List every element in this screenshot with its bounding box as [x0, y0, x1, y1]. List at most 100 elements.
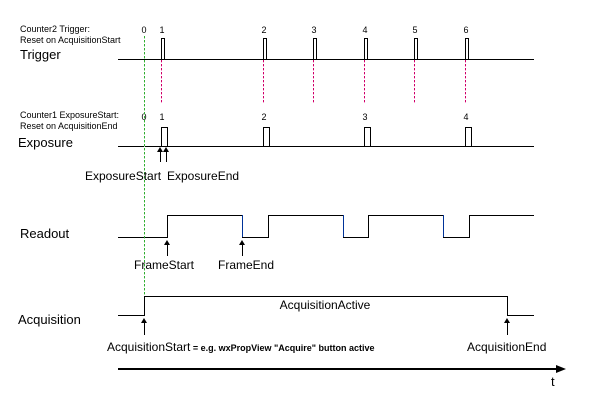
trigger-pulse-1-top — [161, 38, 165, 39]
acquisition-start-label: AcquisitionStart = e.g. wxPropView "Acqu… — [107, 341, 375, 355]
acquisition-end-arrow-head — [504, 318, 510, 323]
trigger-pulse-6-rise — [465, 38, 466, 60]
frame-start-arrow-shaft — [167, 244, 168, 256]
time-axis-label: t — [551, 374, 555, 389]
acquisition-seg-0 — [118, 315, 144, 316]
readout-fall-edge-5 — [443, 215, 444, 238]
trigger-count-5: 5 — [412, 25, 418, 35]
readout-fall-edge-1 — [242, 215, 243, 238]
exposure-counter-caption-line1: Counter1 ExposureStart: — [20, 110, 120, 120]
exposure-pulse-3-top — [364, 127, 371, 128]
frame-end-arrow-shaft — [242, 244, 243, 256]
trigger-pulse-6-top — [465, 38, 469, 39]
exposure-end-text: ExposureEnd — [167, 169, 240, 183]
trigger-guide-line-5 — [414, 60, 415, 104]
trigger-row-label: Trigger — [20, 47, 61, 62]
acquisition-seg-1 — [144, 296, 507, 297]
trigger-pulse-5-fall — [417, 38, 418, 60]
trigger-counter-caption-line1: Counter2 Trigger: — [20, 24, 91, 34]
exposure-pulse-2-top — [263, 127, 270, 128]
exposure-pulse-2-rise — [263, 127, 264, 147]
trigger-counter-caption-line2: Reset on AcquisitionStart — [20, 35, 121, 45]
acquisition-end-arrow-shaft — [507, 322, 508, 335]
acquisition-row-label: Acquisition — [18, 312, 81, 327]
trigger-guide-line-4 — [364, 60, 365, 104]
exposure-count-1: 1 — [159, 112, 165, 122]
exposure-pulse-1-top — [161, 127, 168, 128]
trigger-guide-line-2 — [263, 60, 264, 104]
exposure-end-label: ExposureEnd — [167, 170, 239, 183]
exposure-end-arrow-head — [163, 147, 169, 152]
trigger-count-4: 4 — [362, 25, 368, 35]
exposure-counter-caption-line2: Reset on AcquisitionEnd — [20, 121, 118, 131]
trigger-pulse-3-rise — [313, 38, 314, 60]
exposure-count-4: 4 — [463, 112, 469, 122]
exposure-pulse-4-top — [465, 127, 472, 128]
trigger-count-0: 0 — [141, 25, 147, 35]
exposure-count-3: 3 — [362, 112, 368, 122]
trigger-pulse-4-top — [364, 38, 368, 39]
trigger-pulse-3-fall — [316, 38, 317, 60]
trigger-guide-line-3 — [313, 60, 314, 104]
exposure-start-arrow-shaft — [160, 151, 161, 162]
trigger-pulse-5-rise — [414, 38, 415, 60]
frame-start-arrow-head — [164, 240, 170, 245]
frame-start-label: FrameStart — [134, 259, 194, 272]
acquisition-seg-end — [507, 315, 534, 316]
readout-rise-edge-0 — [167, 215, 168, 238]
exposure-start-arrow-head — [157, 147, 163, 152]
exposure-pulse-3-rise — [364, 127, 365, 147]
trigger-count-2: 2 — [261, 25, 267, 35]
frame-end-text: FrameEnd — [218, 258, 275, 272]
trigger-pulse-1-rise — [161, 38, 162, 60]
readout-fall-edge-3 — [343, 215, 344, 238]
exposure-start-label: ExposureStart — [85, 170, 161, 183]
acquisition-start-suffix-text: = e.g. wxPropView "Acquire" button activ… — [190, 343, 375, 353]
acquisition-end-text: AcquisitionEnd — [467, 340, 547, 354]
trigger-pulse-2-top — [263, 38, 267, 39]
readout-seg-2 — [242, 237, 268, 238]
frame-end-label: FrameEnd — [218, 259, 274, 272]
readout-rise-edge-4 — [368, 215, 369, 238]
acquisition-active-text: AcquisitionActive — [279, 298, 371, 312]
time-axis-arrowhead — [556, 365, 566, 373]
acquisition-start-text: AcquisitionStart — [107, 340, 191, 354]
exposure-row-label: Exposure — [18, 135, 73, 150]
trigger-pulse-4-fall — [367, 38, 368, 60]
trigger-baseline — [118, 59, 534, 60]
readout-row-label: Readout — [20, 226, 70, 241]
readout-seg-6 — [443, 237, 469, 238]
exposure-pulse-3-fall — [370, 127, 371, 147]
acquisition-end-label: AcquisitionEnd — [467, 341, 546, 354]
trigger-pulse-4-rise — [364, 38, 365, 60]
frame-start-text: FrameStart — [134, 258, 195, 272]
exposure-pulse-2-fall — [269, 127, 270, 147]
readout-seg-end — [469, 215, 534, 216]
frame-end-arrow-head — [239, 240, 245, 245]
exposure-end-arrow-shaft — [166, 151, 167, 162]
trigger-pulse-1-fall — [164, 38, 165, 60]
trigger-pulse-3-top — [313, 38, 317, 39]
exposure-pulse-4-rise — [465, 127, 466, 147]
readout-rise-edge-2 — [268, 215, 269, 238]
trigger-pulse-2-fall — [266, 38, 267, 60]
trigger-pulse-5-top — [414, 38, 418, 39]
trigger-pulse-6-fall — [468, 38, 469, 60]
acquisition-start-arrow-shaft — [144, 322, 145, 335]
readout-seg-4 — [343, 237, 368, 238]
acquisition-start-arrow-head — [141, 318, 147, 323]
readout-seg-5 — [368, 215, 443, 216]
acquisition-start-guide-line — [144, 36, 145, 296]
exposure-start-text: ExposureStart — [85, 169, 162, 183]
readout-rise-edge-6 — [469, 215, 470, 238]
exposure-pulse-4-fall — [471, 127, 472, 147]
readout-seg-1 — [167, 215, 242, 216]
acquisition-active-label: AcquisitionActive — [280, 299, 371, 312]
trigger-guide-line-6 — [465, 60, 466, 104]
exposure-count-2: 2 — [261, 112, 267, 122]
time-axis-line — [118, 368, 556, 370]
exposure-pulse-1-rise — [161, 127, 162, 147]
trigger-count-3: 3 — [311, 25, 317, 35]
exposure-pulse-1-fall — [167, 127, 168, 147]
